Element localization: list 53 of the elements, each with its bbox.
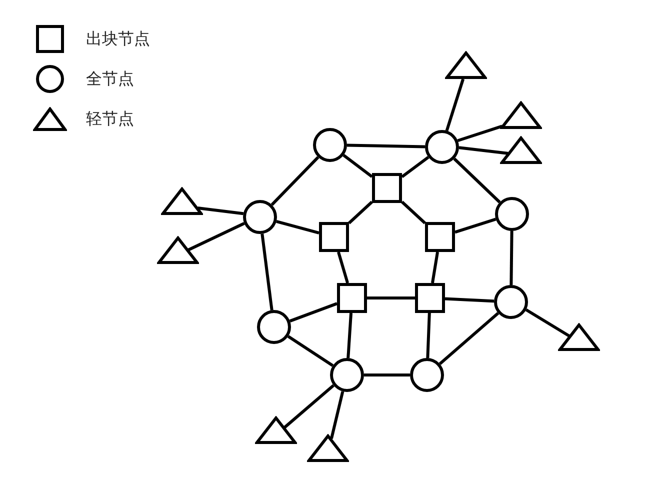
connector-line bbox=[457, 124, 503, 142]
connector-line bbox=[287, 335, 334, 367]
connector-line bbox=[444, 297, 494, 303]
connector-line bbox=[276, 220, 320, 234]
full-node-circle bbox=[410, 358, 444, 392]
connector-line bbox=[348, 200, 374, 224]
light-node-triangle bbox=[558, 323, 600, 351]
connector-line bbox=[453, 158, 501, 204]
connector-line bbox=[289, 302, 338, 322]
light-node-triangle bbox=[500, 101, 542, 129]
connector-line bbox=[260, 234, 274, 310]
block-node-square bbox=[425, 222, 455, 252]
connector-line bbox=[367, 296, 415, 300]
connector-line bbox=[346, 312, 353, 358]
connector-line bbox=[330, 391, 344, 439]
block-node-square bbox=[337, 283, 367, 313]
connector-line bbox=[270, 156, 320, 206]
connector-line bbox=[510, 230, 514, 286]
full-node-circle bbox=[330, 358, 364, 392]
connector-line bbox=[525, 308, 570, 338]
full-node-circle bbox=[313, 128, 347, 162]
full-node-circle bbox=[494, 285, 528, 319]
light-node-triangle bbox=[500, 136, 542, 164]
connector-line bbox=[188, 222, 245, 252]
connector-line bbox=[342, 154, 373, 178]
light-node-triangle bbox=[255, 416, 297, 444]
block-node-square bbox=[415, 283, 445, 313]
connector-line bbox=[426, 312, 431, 358]
connector-line bbox=[401, 156, 430, 178]
connector-line bbox=[454, 218, 496, 234]
block-node-square bbox=[319, 222, 349, 252]
connector-line bbox=[336, 252, 350, 284]
connector-line bbox=[400, 200, 426, 224]
legend-text: 全节点 bbox=[86, 68, 134, 90]
full-node-circle bbox=[495, 197, 529, 231]
light-node-triangle bbox=[157, 236, 199, 264]
light-node-triangle bbox=[445, 51, 487, 79]
light-node-triangle bbox=[161, 187, 203, 215]
full-node-circle bbox=[425, 130, 459, 164]
connector-line bbox=[198, 206, 244, 216]
connector-line bbox=[438, 312, 500, 365]
block-node-square bbox=[372, 173, 402, 203]
connector-line bbox=[346, 144, 426, 148]
connector-line bbox=[445, 78, 465, 132]
connector-line bbox=[458, 146, 508, 155]
connector-line bbox=[364, 374, 410, 376]
connector-line bbox=[430, 252, 440, 284]
legend-text: 轻节点 bbox=[86, 108, 134, 130]
light-node-triangle bbox=[307, 434, 349, 462]
full-node-circle bbox=[243, 200, 277, 234]
legend-text: 出块节点 bbox=[86, 28, 150, 50]
connector-line bbox=[284, 384, 335, 429]
full-node-circle bbox=[257, 310, 291, 344]
